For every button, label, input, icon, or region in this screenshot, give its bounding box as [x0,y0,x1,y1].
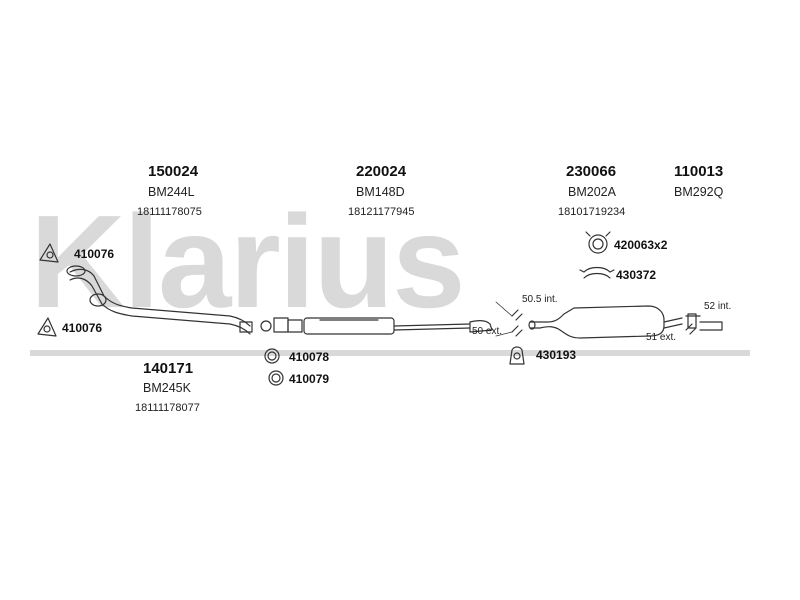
centre-silencer-icon [273,317,493,335]
dimension-label: 50.5 int. [522,294,558,305]
watermark-band [30,350,750,356]
dimension-label: 51 ext. [646,332,677,343]
group-oem: 18111178077 [135,402,200,414]
strap-icon [579,266,615,279]
group-oem: 18121177945 [348,206,415,218]
gasket-icon [37,317,57,337]
group-oem: 18101719234 [558,206,626,218]
part-number: 410076 [62,321,103,335]
group-code: 150024 [148,163,199,180]
tail-pipe-icon [685,313,723,331]
group-model: BM202A [568,185,616,199]
part-number: 410078 [289,350,330,364]
front-pipe-icon [66,265,272,335]
part-number: 430372 [616,268,657,282]
ring-icon [264,348,280,364]
part-number: 430193 [536,348,577,362]
dimension-label: 52 int. [704,301,732,312]
ring-icon [268,370,284,386]
group-model: BM245K [143,381,191,395]
dimension-label: 50 ext. [472,326,503,337]
rear-silencer-icon [528,305,683,339]
group-code: 230066 [566,163,617,180]
group-code: 110013 [674,163,724,180]
group-model: BM292Q [674,185,724,199]
group-code: 140171 [143,360,194,377]
clamp-icon [585,231,611,254]
part-number: 420063x2 [614,238,668,252]
group-oem: 18111178075 [137,206,202,218]
mount-icon [509,346,525,365]
gasket-icon [39,243,59,263]
group-code: 220024 [356,163,407,180]
part-number: 410079 [289,372,330,386]
dimension-marks [495,301,697,337]
group-model: BM148D [356,185,405,199]
group-model: BM244L [148,185,195,199]
part-number: 410076 [74,247,115,261]
